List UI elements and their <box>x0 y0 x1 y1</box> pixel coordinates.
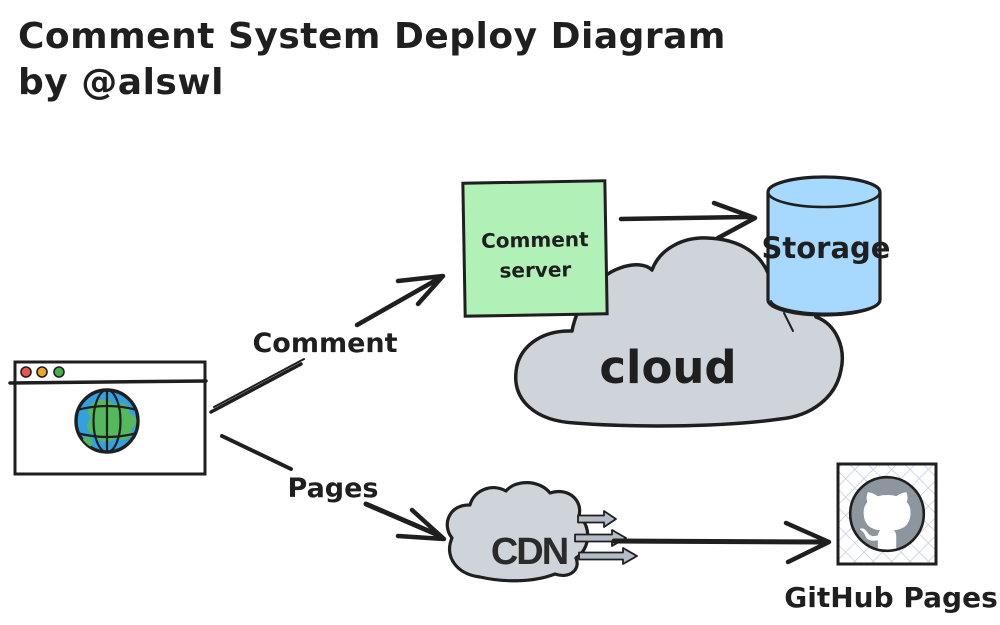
cloud-label: cloud <box>599 341 736 394</box>
comment-server-label-line2: server <box>499 257 571 282</box>
storage-cylinder-rim <box>766 175 882 209</box>
traffic-light-yellow-icon <box>36 366 48 378</box>
comment-server-box <box>461 179 609 318</box>
storage-cylinder-sketch-line <box>770 300 880 332</box>
diagram-title-line2: by @alswl <box>18 62 224 103</box>
pages-edge-label: Pages <box>288 473 379 504</box>
arrow-shaft <box>209 362 303 414</box>
traffic-light-green-icon <box>53 366 65 378</box>
comment-server-label-line1: Comment <box>481 227 589 253</box>
cdn-output-arrows-icon <box>574 510 638 565</box>
arrow-shaft <box>354 276 441 328</box>
server-to-storage-arrow <box>618 200 758 241</box>
arrow-head <box>395 273 446 307</box>
pages-edge: Pages <box>220 434 447 542</box>
comment-edge: Comment <box>209 273 446 414</box>
arrow-head <box>711 200 758 241</box>
arrow-shaft <box>611 538 825 545</box>
arrow-shaft-sketch <box>213 358 305 408</box>
comment-server-node: Comment server <box>461 179 609 318</box>
arrow-shaft <box>363 501 441 538</box>
browser-titlebar-line <box>8 379 208 385</box>
browser-window <box>8 360 208 476</box>
comment-edge-label: Comment <box>252 328 397 359</box>
traffic-light-red-icon <box>20 366 32 378</box>
arrow-head <box>783 520 832 565</box>
cdn-cloud-shape <box>445 481 590 583</box>
cdn-node: CDN <box>445 481 638 583</box>
storage-node: Storage <box>762 175 891 332</box>
diagram-title-line1: Comment System Deploy Diagram <box>18 16 726 57</box>
arrow-head <box>395 507 447 542</box>
cdn-label: CDN <box>491 531 567 573</box>
globe-icon <box>74 388 140 454</box>
cdn-to-github-arrow <box>611 520 832 565</box>
github-pages-caption: GitHub Pages <box>784 581 998 614</box>
storage-label: Storage <box>762 231 891 265</box>
arrow-shaft <box>220 434 293 471</box>
arrow-shaft <box>618 214 751 222</box>
github-octocat-icon <box>848 475 926 553</box>
github-pages-node: GitHub Pages <box>784 462 998 614</box>
